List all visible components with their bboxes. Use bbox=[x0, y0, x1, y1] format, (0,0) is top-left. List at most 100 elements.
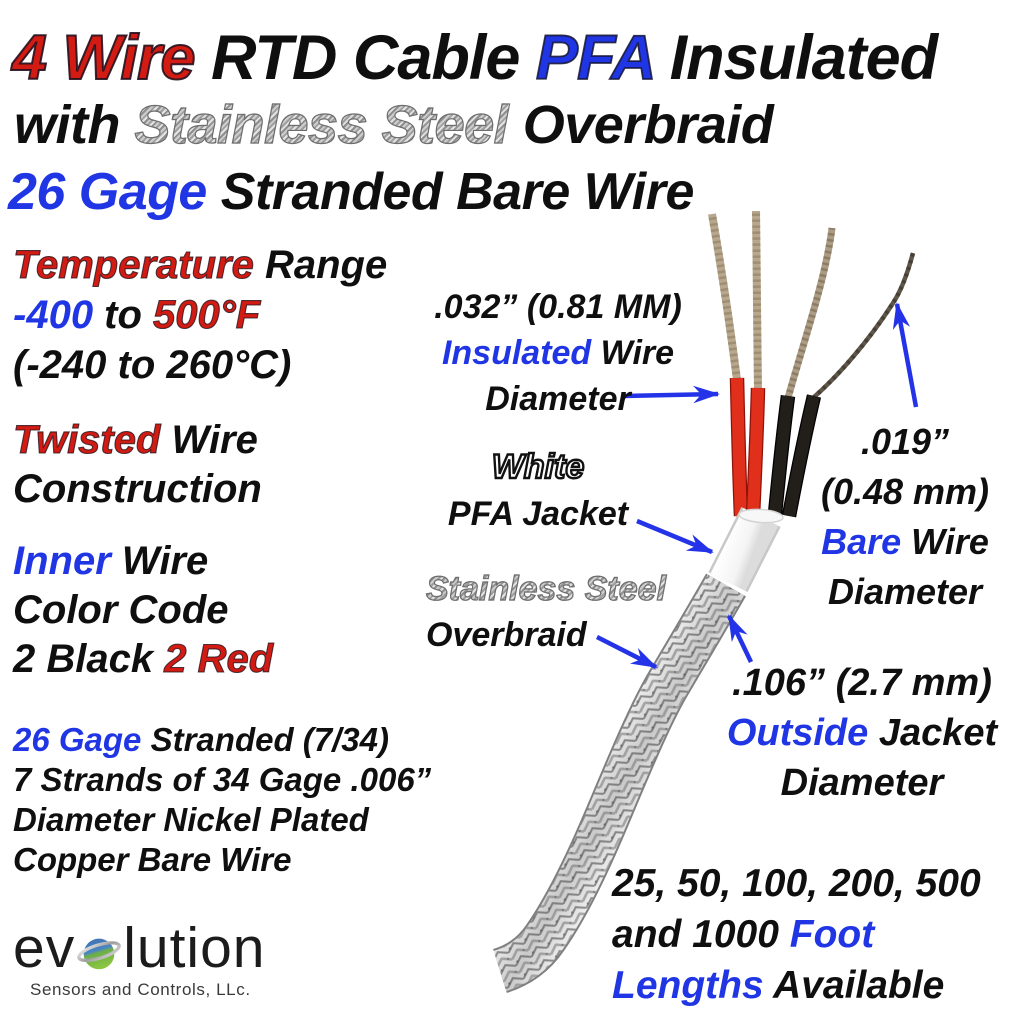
text-segment: Stainless Steel bbox=[425, 569, 667, 608]
spec-line: Copper Bare Wire bbox=[13, 840, 431, 880]
globe-icon bbox=[77, 938, 122, 969]
black-wire-1 bbox=[769, 395, 794, 515]
text-segment: .019” bbox=[860, 421, 950, 462]
text-segment: Overbraid bbox=[426, 616, 587, 654]
text-segment: 500°F bbox=[152, 292, 261, 337]
text-segment: Available bbox=[763, 964, 945, 1007]
text-segment: PFA Jacket bbox=[447, 495, 629, 533]
callout-line: Diameter bbox=[700, 758, 1024, 808]
text-segment: Range bbox=[253, 243, 388, 287]
lengths-line: 25, 50, 100, 200, 500 bbox=[612, 858, 981, 909]
callout-line: .019” bbox=[785, 417, 1024, 467]
callout-outside-jacket-diameter: .106” (2.7 mm) Outside Jacket Diameter bbox=[700, 658, 1024, 808]
callout-bare-wire-diameter: .019” (0.48 mm) Bare Wire Diameter bbox=[785, 417, 1024, 617]
spec-line: Twisted Wire bbox=[12, 416, 262, 465]
callout-line: Diameter bbox=[785, 567, 1024, 617]
page-title-line-2: with Stainless Steel Overbraid bbox=[14, 94, 774, 156]
text-segment: 26 Gage bbox=[13, 721, 142, 758]
spec-line: Inner Wire bbox=[13, 537, 273, 586]
text-segment: Wire bbox=[591, 334, 675, 372]
text-segment: 2 Red bbox=[164, 636, 274, 681]
text-segment: Bare bbox=[821, 521, 902, 562]
text-segment: Jacket bbox=[868, 712, 998, 754]
text-segment: Copper Bare Wire bbox=[13, 841, 292, 878]
page-title-line-3: 26 Gage Stranded Bare Wire bbox=[8, 162, 694, 222]
spec-line: 2 Black 2 Red bbox=[13, 635, 274, 684]
text-segment: Outside bbox=[726, 712, 869, 754]
black-wire-2 bbox=[783, 394, 820, 518]
spec-line: -400 to 500°F bbox=[13, 290, 387, 340]
callout-line: White bbox=[408, 444, 668, 491]
logo-text-prefix: ev bbox=[13, 916, 76, 980]
red-wire-1 bbox=[731, 377, 747, 517]
callout-line: Overbraid bbox=[426, 612, 666, 658]
text-segment: Diameter bbox=[485, 380, 631, 418]
page-title-line-1: 4 Wire RTD Cable PFA Insulated bbox=[11, 22, 938, 94]
text-segment: 4 Wire bbox=[11, 22, 212, 94]
bare-wire-arrow bbox=[892, 302, 919, 408]
outside-diameter-arrow bbox=[726, 614, 754, 663]
company-logo: ev lution Sensors and Controls, LLc. bbox=[13, 920, 265, 1000]
callout-white-pfa-jacket: White PFA Jacket bbox=[408, 444, 668, 538]
pfa-jacket-arrow bbox=[636, 518, 714, 555]
overbraid-arrow bbox=[595, 634, 658, 670]
text-segment: with bbox=[14, 95, 135, 155]
logo-wordmark: ev lution bbox=[13, 920, 265, 977]
text-segment: Stainless Steel bbox=[134, 94, 509, 155]
text-segment: Wire bbox=[160, 418, 258, 462]
spec-line: 26 Gage Stranded (7/34) bbox=[13, 720, 431, 760]
text-segment: Overbraid bbox=[508, 95, 774, 155]
text-segment: Wire bbox=[901, 521, 989, 562]
text-segment: PFA bbox=[535, 22, 655, 94]
text-segment: to bbox=[93, 293, 154, 337]
text-segment: 25, 50, 100, 200, 500 bbox=[612, 862, 981, 905]
text-segment: (0.48 mm) bbox=[820, 471, 990, 512]
callout-line: PFA Jacket bbox=[408, 491, 668, 538]
callout-line: (0.48 mm) bbox=[785, 467, 1024, 517]
spec-line: Diameter Nickel Plated bbox=[13, 800, 431, 840]
red-wire-2 bbox=[747, 387, 764, 517]
text-segment: Insulated bbox=[441, 334, 592, 372]
callout-line: .032” (0.81 MM) bbox=[408, 284, 708, 330]
bare-wire-strands bbox=[708, 210, 916, 400]
logo-tagline: Sensors and Controls, LLc. bbox=[30, 980, 251, 999]
callout-insulated-wire-diameter: .032” (0.81 MM) Insulated Wire Diameter bbox=[408, 284, 708, 422]
callout-line: .106” (2.7 mm) bbox=[700, 658, 1024, 708]
logo-text-suffix: lution bbox=[123, 916, 266, 980]
text-segment: Color Code bbox=[13, 588, 229, 632]
text-segment: 2 Black bbox=[13, 637, 165, 681]
spec-twisted-construction: Twisted Wire Construction bbox=[12, 416, 262, 514]
text-segment: .106” (2.7 mm) bbox=[732, 662, 992, 704]
thin-bare-wire bbox=[811, 252, 916, 400]
lengths-line: Lengths Available bbox=[612, 960, 981, 1011]
text-segment: .032” (0.81 MM) bbox=[434, 288, 682, 326]
white-pfa-jacket bbox=[708, 507, 784, 592]
spec-inner-wire-color-code: Inner Wire Color Code 2 Black 2 Red bbox=[13, 537, 274, 684]
text-segment: Stranded (7/34) bbox=[141, 721, 389, 758]
text-segment: 7 Strands of 34 Gage .006” bbox=[13, 761, 432, 798]
text-segment: Stranded Bare Wire bbox=[206, 163, 695, 221]
spec-line: 7 Strands of 34 Gage .006” bbox=[13, 760, 431, 800]
spec-strand-construction: 26 Gage Stranded (7/34) 7 Strands of 34 … bbox=[13, 720, 431, 880]
callout-arrows bbox=[595, 302, 919, 670]
text-segment: White bbox=[491, 447, 586, 487]
text-segment: Foot bbox=[789, 913, 875, 956]
text-segment: Diameter bbox=[780, 762, 944, 804]
callout-line: Stainless Steel bbox=[425, 566, 667, 612]
lengths-line: and 1000 Foot bbox=[612, 909, 981, 960]
available-lengths-note: 25, 50, 100, 200, 500 and 1000 Foot Leng… bbox=[612, 858, 981, 1011]
text-segment: 26 Gage bbox=[8, 163, 207, 221]
text-segment: Construction bbox=[13, 467, 262, 511]
text-segment: Temperature bbox=[12, 242, 254, 287]
text-segment: and 1000 bbox=[612, 913, 790, 956]
text-segment: Diameter bbox=[827, 571, 983, 612]
text-segment: Inner bbox=[13, 539, 111, 583]
callout-line: Diameter bbox=[408, 376, 708, 422]
text-segment: -400 bbox=[13, 293, 94, 337]
text-segment: RTD Cable bbox=[211, 23, 536, 93]
text-segment: Wire bbox=[110, 539, 209, 583]
callout-stainless-overbraid: Stainless Steel Overbraid bbox=[425, 566, 667, 658]
text-segment: (-240 to 260°C) bbox=[13, 343, 292, 387]
